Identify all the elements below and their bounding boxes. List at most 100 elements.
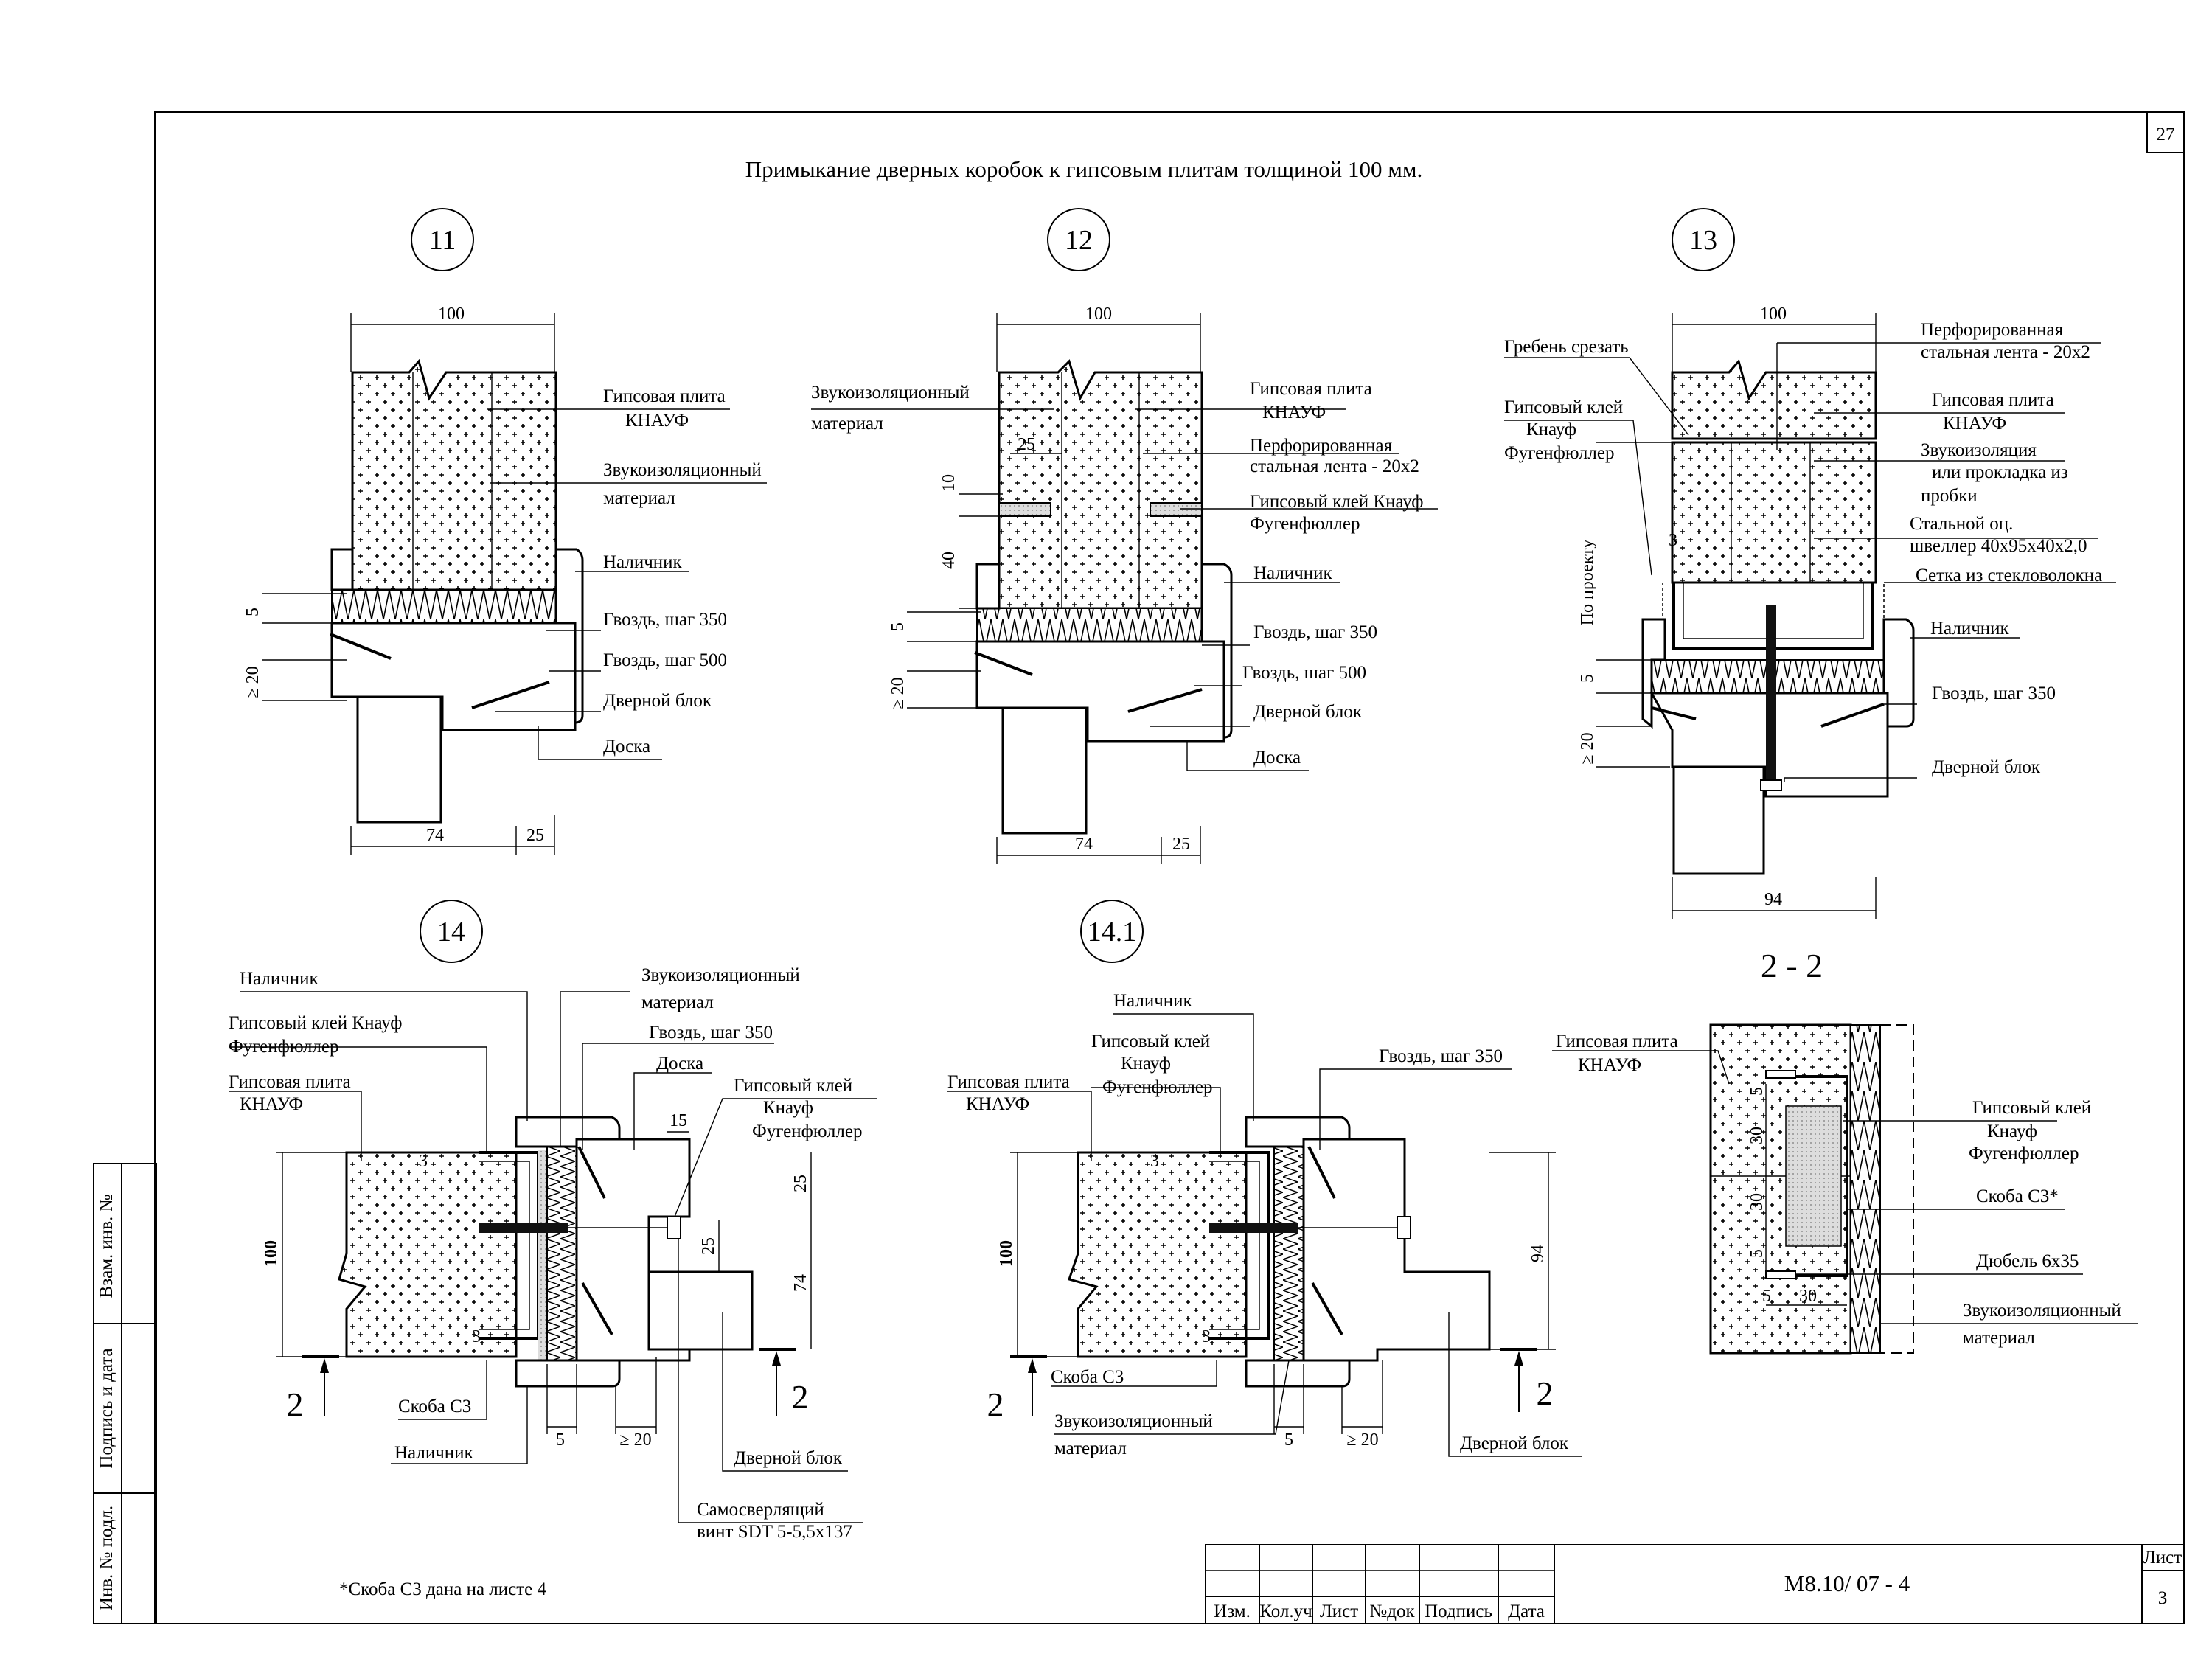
d141-dim-94: 94 [1528, 1245, 1548, 1262]
d13-label-comb: Гребень срезать [1504, 337, 1629, 357]
d11-dim-74: 74 [426, 826, 444, 845]
detail-12-number: 12 [1065, 225, 1093, 256]
d14-label-glue-b: Гипсовый клей [734, 1076, 852, 1096]
s22-label-dowel: Дюбель 6х35 [1976, 1251, 2079, 1271]
d14-dim-5: 5 [556, 1430, 565, 1450]
d14-dim-25a: 25 [791, 1175, 810, 1192]
d13-dim-94: 94 [1764, 890, 1782, 909]
d12-label-glue: Гипсовый клей Кнауф [1250, 492, 1423, 512]
d11-label-insul2: материал [603, 488, 675, 508]
d141-dim-20: ≥ 20 [1346, 1430, 1378, 1450]
d12-dim-20: ≥ 20 [888, 677, 908, 709]
d141-label-knauf: КНАУФ [966, 1094, 1029, 1114]
s22-label-insul2: материал [1963, 1328, 2035, 1348]
d12-label-knauf: КНАУФ [1262, 403, 1326, 423]
detail-11: 11 100 74 25 5 ≥ 20 Гипсовая пл [243, 208, 767, 855]
d141-label-bracket: Скоба С3 [1051, 1367, 1124, 1387]
d13-label-channel: Стальной оц. [1910, 514, 2013, 534]
detail-14-1-number: 14.1 [1088, 917, 1137, 947]
d11-label-casing: Наличник [603, 552, 683, 572]
title-block [1205, 1544, 2185, 1624]
d13-label-perf2: стальная лента - 20х2 [1921, 342, 2090, 362]
d12-label-insul2: материал [811, 414, 883, 434]
d14-dim-3a: 3 [419, 1152, 428, 1171]
d12-label-insul: Звукоизоляционный [811, 383, 970, 403]
d13-label-cork2: или прокладка из [1932, 462, 2068, 482]
d13-label-channel2: швеллер 40х95х40х2,0 [1910, 536, 2087, 556]
d11-dim-25: 25 [526, 826, 544, 845]
d13-dim-project: По проекту [1578, 540, 1597, 626]
s22-label-insul: Звукоизоляционный [1963, 1301, 2121, 1321]
d13-dim-3: 3 [1669, 531, 1677, 550]
d14-label-plate: Гипсовая плита [229, 1072, 351, 1092]
tb-sheet-no: 3 [2158, 1588, 2168, 1608]
d11-label-doorblock: Дверной блок [603, 691, 712, 711]
d12-label-casing: Наличник [1253, 563, 1333, 583]
s22-label-knauf: КНАУФ [1578, 1055, 1641, 1075]
d13-label-casing: Наличник [1930, 619, 2010, 639]
s22-label-glue3: Фугенфюллер [1969, 1144, 2079, 1164]
d12-label-doorblock: Дверной блок [1253, 702, 1363, 722]
d141-dim-3b: 3 [1202, 1327, 1211, 1346]
d14-label-insul2: материал [641, 992, 714, 1012]
s22-dim-30c: 30 [1799, 1287, 1817, 1306]
detail-14-1: 14.1 100 94 3 3 5 ≥ 20 2 2 [947, 900, 1582, 1458]
section-2-2: 2 - 2 30 30 5 5 5 30 Гипсовая плита КНАУ… [1552, 947, 2138, 1355]
d14-label-nail350: Гвоздь, шаг 350 [649, 1023, 773, 1043]
s22-label-plate: Гипсовая плита [1556, 1032, 1678, 1051]
tb-col-ndok: №док [1369, 1602, 1415, 1621]
d141-label-glue: Гипсовый клей [1091, 1032, 1210, 1051]
d13-dim-100: 100 [1760, 305, 1787, 324]
s22-dim-5c: 5 [1762, 1287, 1771, 1306]
d14-label-glue: Гипсовый клей Кнауф [229, 1013, 402, 1033]
d12-label-glue2: Фугенфюллер [1250, 514, 1360, 534]
d141-label-casing: Наличник [1113, 991, 1193, 1011]
d12-dim-100: 100 [1085, 305, 1112, 324]
s22-dim-30a: 30 [1747, 1127, 1767, 1144]
d14-label-knauf: КНАУФ [240, 1094, 303, 1114]
d13-dim-20: ≥ 20 [1578, 732, 1597, 764]
d12-label-nail500: Гвоздь, шаг 500 [1242, 663, 1366, 683]
footnote: *Скоба С3 дана на листе 4 [339, 1579, 547, 1599]
d12-dim-25-inner: 25 [1018, 435, 1035, 454]
d14-label-glue2: Фугенфюллер [229, 1037, 338, 1057]
d14-label-bracket: Скоба С3 [398, 1397, 471, 1416]
page-title: Примыкание дверных коробок к гипсовым пл… [745, 156, 1423, 182]
d11-label-plate: Гипсовая плита [603, 386, 726, 406]
stamp-replace-inv: Взам. инв. № [97, 1194, 116, 1298]
d14-dim-25b: 25 [699, 1237, 718, 1255]
d141-label-glue3: Фугенфюллер [1102, 1077, 1212, 1097]
d141-label-nail350: Гвоздь, шаг 350 [1379, 1046, 1503, 1066]
d13-label-glue2: Кнауф [1526, 420, 1576, 439]
d14-dim-100: 100 [262, 1240, 281, 1267]
d141-label-insul: Звукоизоляционный [1054, 1411, 1213, 1431]
d141-label-plate: Гипсовая плита [947, 1072, 1070, 1092]
page-number: 27 [2157, 125, 2175, 145]
tb-sheet-label: Лист [2143, 1548, 2182, 1568]
sheet-frame [93, 111, 2185, 1624]
tb-col-list: Лист [1320, 1602, 1358, 1621]
d141-dim-5: 5 [1284, 1430, 1293, 1450]
d141-dim-100: 100 [997, 1240, 1016, 1267]
s22-label-glue: Гипсовый клей [1972, 1098, 2091, 1118]
d12-label-perf: Перфорированная [1250, 436, 1393, 456]
detail-14-number: 14 [437, 917, 465, 947]
d141-cut-right: 2 [1537, 1374, 1554, 1412]
d14-label-doorblock: Дверной блок [734, 1448, 843, 1468]
stamp-signature-date: Подпись и дата [97, 1348, 116, 1468]
s22-title: 2 - 2 [1761, 947, 1823, 984]
d13-label-glue: Гипсовый клей [1504, 397, 1623, 417]
s22-dim-5b: 5 [1747, 1249, 1767, 1258]
d13-label-doorblock: Дверной блок [1932, 757, 2041, 777]
d14-label-casing-top: Наличник [240, 969, 319, 989]
d14-cut-left: 2 [287, 1385, 304, 1423]
d12-dim-10: 10 [939, 474, 959, 492]
s22-dim-5a: 5 [1747, 1087, 1767, 1096]
d141-label-glue2: Кнауф [1121, 1054, 1171, 1074]
d14-label-screw2: винт SDT 5-5,5х137 [697, 1522, 852, 1542]
d12-dim-25: 25 [1172, 835, 1190, 854]
d12-label-plate: Гипсовая плита [1250, 379, 1372, 399]
d12-dim-74: 74 [1075, 835, 1093, 854]
stamp-inv-original: Инв. № подл. [97, 1506, 116, 1610]
d12-dim-5: 5 [888, 622, 908, 631]
